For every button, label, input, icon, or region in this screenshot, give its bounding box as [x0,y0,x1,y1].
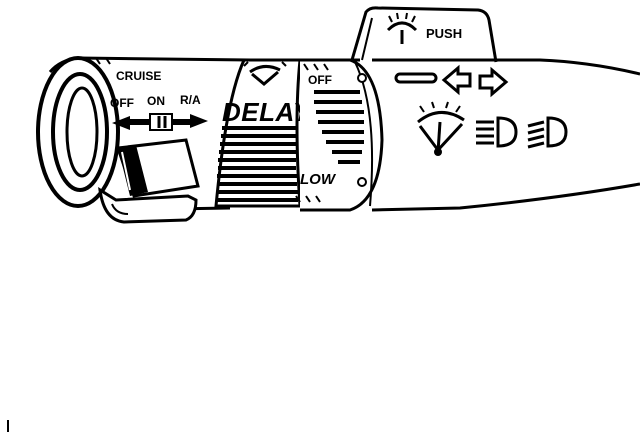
stalk-end-cap [36,56,120,208]
wiper-low-label: LOW [300,171,337,188]
washer-push-icon [386,12,418,44]
wiper-icon [417,101,465,156]
delay-rotary-ring[interactable] [214,58,302,208]
cruise-on-label: ON [147,94,165,108]
push-label: PUSH [426,26,462,41]
high-beam-icon [476,116,518,148]
wiper-symbol-icon [243,61,287,86]
cruise-slide-switch[interactable] [98,138,200,224]
cruise-switch-arrow-icon [112,113,208,131]
washer-push-button[interactable] [350,6,498,63]
wiper-off-label: OFF [308,73,332,87]
cruise-off-label: OFF [110,96,134,110]
wiper-speed-ring[interactable] [295,58,384,212]
delay-label: DELAY [222,97,313,127]
stalk-shaft [371,58,640,212]
cruise-label: CRUISE [116,69,161,83]
turn-signal-right-arrow-icon [478,66,509,98]
cruise-ra-label: R/A [180,93,201,107]
low-beam-icon [527,116,568,149]
turn-signal-left-arrow-icon [441,64,472,96]
indicator-dash [394,72,438,84]
